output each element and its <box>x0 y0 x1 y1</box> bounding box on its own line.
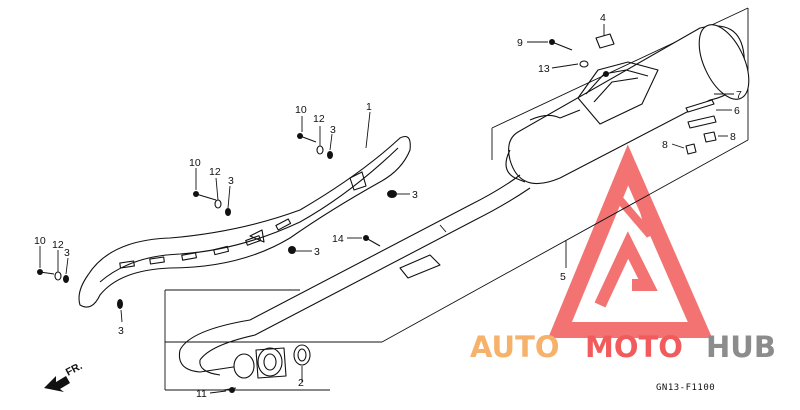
callout-3: 3 <box>330 124 336 136</box>
exhaust-flange <box>233 347 287 379</box>
callout-9: 9 <box>517 37 523 49</box>
callout-3: 3 <box>412 189 418 201</box>
callout-14: 14 <box>332 233 344 245</box>
exhaust-protector <box>78 135 411 308</box>
callout-8: 8 <box>662 139 668 151</box>
callout-10: 10 <box>34 235 46 247</box>
front-direction-arrow-icon: FR. <box>44 360 84 392</box>
callout-13: 13 <box>538 63 550 75</box>
muffler <box>505 24 750 185</box>
exhaust-pipe <box>178 174 531 376</box>
assembly-outline <box>164 7 749 391</box>
callout-8: 8 <box>730 131 736 143</box>
watermark-logo-icon <box>548 144 713 338</box>
watermark-part-hub: HUB <box>706 330 776 364</box>
callout-3: 3 <box>228 175 234 187</box>
callout-1: 1 <box>366 101 372 113</box>
direction-label: FR. <box>64 360 85 379</box>
callout-12: 12 <box>52 239 64 251</box>
callout-11: 11 <box>196 388 207 400</box>
callout-3: 3 <box>314 246 320 258</box>
callout-3: 3 <box>118 325 124 337</box>
callout-10: 10 <box>189 157 201 169</box>
callout-7: 7 <box>736 89 742 101</box>
fasteners <box>37 33 717 393</box>
callout-6: 6 <box>734 105 740 117</box>
callout-3: 3 <box>64 247 70 259</box>
callout-10: 10 <box>295 104 307 116</box>
callout-12: 12 <box>209 166 221 178</box>
watermark-text: AUTO MOTO HUB <box>470 330 776 364</box>
callout-4: 4 <box>600 12 606 24</box>
exhaust-gasket <box>293 344 311 366</box>
watermark-part-moto: MOTO <box>585 330 683 364</box>
callout-2: 2 <box>298 377 304 389</box>
callout-5: 5 <box>560 271 566 283</box>
callout-12: 12 <box>313 113 325 125</box>
callout-numbers: 1 2 3 3 3 3 3 3 3 4 5 6 7 8 8 9 10 10 10… <box>34 12 742 400</box>
diagram-reference-code: GN13-F1100 <box>656 383 715 393</box>
watermark-part-auto: AUTO <box>470 330 560 364</box>
leader-lines <box>39 24 734 394</box>
